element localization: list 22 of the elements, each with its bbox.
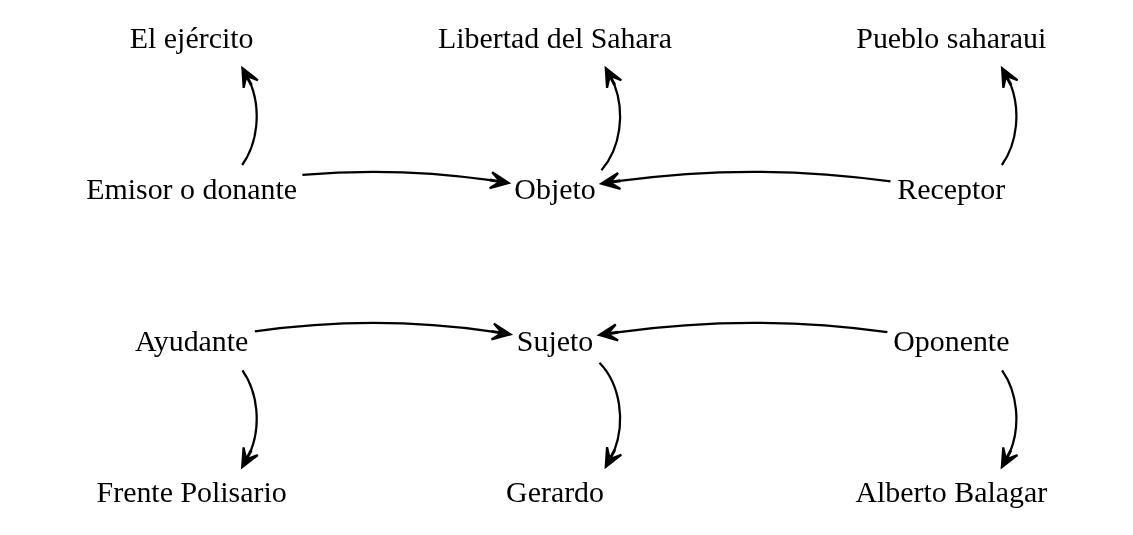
node-text: Alberto Balagar [854,474,1047,508]
node-text: Ayudante [134,323,248,357]
arrow [600,67,622,171]
node-text: Receptor [896,172,1005,206]
node-text: Frente Polisario [96,474,287,508]
node-text: Oponente [892,323,1009,357]
arrow [599,170,891,191]
node-text: Pueblo saharaui [855,21,1046,55]
arrow [240,67,259,166]
arrow [240,369,259,469]
arrow [1000,67,1019,166]
node-text: El ejército [129,21,253,55]
node-text: Objeto [513,172,596,206]
arrow [597,321,887,342]
arrow [301,170,510,190]
arrow [598,361,622,468]
node-text: Libertad del Sahara [437,21,672,55]
arrow [254,321,512,341]
node-text: Sujeto [516,323,593,357]
arrow [1000,369,1019,469]
node-text: Gerardo [505,474,604,508]
node-text: Emisor o donante [85,172,297,206]
